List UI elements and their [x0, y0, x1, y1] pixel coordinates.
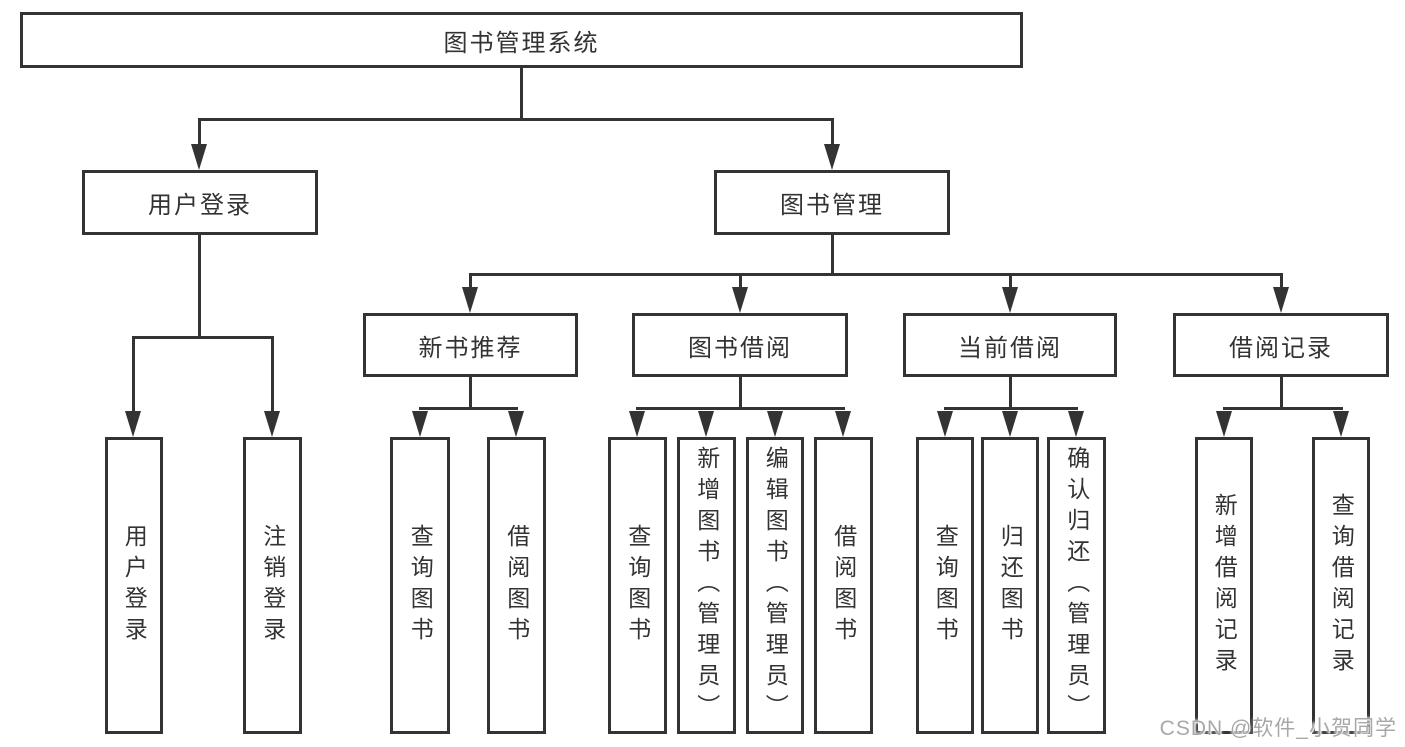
leaf-logout-label: 注销登录	[259, 523, 286, 648]
leaf-add-book-admin-label: 新增图书（管理员）	[693, 446, 720, 725]
leaf-query-books-3-label: 查询图书	[932, 523, 959, 648]
leaf-logout: 注销登录	[243, 437, 302, 734]
connector-vline	[738, 273, 742, 295]
leaf-return-books-label: 归还图书	[997, 523, 1024, 648]
leaf-query-books-3: 查询图书	[916, 437, 974, 734]
connector-hline	[197, 118, 834, 121]
connector-vline	[1008, 377, 1012, 410]
arrow-down-icon	[1273, 287, 1289, 313]
leaf-add-borrow-record: 新增借阅记录	[1195, 437, 1253, 734]
leaf-query-books-1-label: 查询图书	[407, 523, 434, 648]
arrow-down-icon	[1216, 411, 1232, 437]
leaf-query-borrow-record: 查询借阅记录	[1312, 437, 1370, 734]
node-book-borrow-label: 图书借阅	[688, 334, 792, 362]
arrow-down-icon	[1002, 287, 1018, 313]
arrow-down-icon	[937, 411, 953, 437]
leaf-borrow-books-2-label: 借阅图书	[830, 523, 857, 648]
connector-vline	[1008, 273, 1012, 295]
node-root: 图书管理系统	[20, 12, 1023, 68]
connector-vline	[519, 68, 523, 118]
leaf-query-books-2: 查询图书	[608, 437, 667, 734]
watermark: CSDN @软件_小贺同学	[1159, 717, 1397, 740]
connector-vline	[468, 273, 472, 295]
leaf-confirm-return-admin: 确认归还（管理员）	[1047, 437, 1106, 734]
arrow-down-icon	[1068, 411, 1084, 437]
arrow-down-icon	[462, 287, 478, 313]
arrow-down-icon	[698, 411, 714, 437]
leaf-borrow-books-2: 借阅图书	[814, 437, 873, 734]
connector-vline	[830, 235, 834, 276]
node-user-login-label: 用户登录	[148, 192, 252, 219]
leaf-query-books-1: 查询图书	[390, 437, 450, 734]
arrow-down-icon	[125, 411, 141, 437]
connector-vline	[197, 118, 201, 158]
node-borrow-records-label: 借阅记录	[1229, 334, 1333, 362]
arrow-down-icon	[264, 411, 280, 437]
leaf-edit-book-admin: 编辑图书（管理员）	[746, 437, 804, 734]
arrow-down-icon	[629, 411, 645, 437]
leaf-add-book-admin: 新增图书（管理员）	[677, 437, 736, 734]
leaf-add-borrow-record-label: 新增借阅记录	[1211, 492, 1238, 679]
arrow-down-icon	[1002, 411, 1018, 437]
connector-hline	[131, 336, 274, 339]
node-root-label: 图书管理系统	[443, 29, 600, 57]
connector-vline	[197, 235, 201, 336]
connector-vline	[830, 118, 834, 158]
connector-hline	[468, 273, 1283, 276]
connector-vline	[131, 336, 135, 416]
arrow-down-icon	[767, 411, 783, 437]
connector-vline	[270, 336, 274, 416]
connector-hline	[1222, 407, 1343, 410]
arrow-down-icon	[824, 144, 840, 170]
leaf-query-books-2-label: 查询图书	[624, 523, 651, 648]
node-new-book-recommend: 新书推荐	[363, 313, 578, 377]
connector-hline	[418, 407, 518, 410]
leaf-confirm-return-admin-label: 确认归还（管理员）	[1063, 446, 1090, 725]
arrow-down-icon	[732, 287, 748, 313]
arrow-down-icon	[1333, 411, 1349, 437]
node-book-mgmt: 图书管理	[714, 170, 950, 235]
leaf-return-books: 归还图书	[981, 437, 1039, 734]
arrow-down-icon	[835, 411, 851, 437]
connector-hline	[943, 407, 1078, 410]
connector-vline	[1279, 377, 1283, 410]
leaf-borrow-books-1-label: 借阅图书	[503, 523, 530, 648]
leaf-user-login: 用户登录	[105, 437, 163, 734]
node-current-borrow: 当前借阅	[903, 313, 1117, 377]
leaf-borrow-books-1: 借阅图书	[487, 437, 546, 734]
arrow-down-icon	[191, 144, 207, 170]
node-book-borrow: 图书借阅	[632, 313, 848, 377]
connector-hline	[635, 407, 845, 410]
leaf-edit-book-admin-label: 编辑图书（管理员）	[762, 446, 789, 725]
leaf-query-borrow-record-label: 查询借阅记录	[1328, 492, 1355, 679]
node-new-book-recommend-label: 新书推荐	[418, 334, 523, 362]
leaf-user-login-label: 用户登录	[121, 523, 148, 648]
node-current-borrow-label: 当前借阅	[958, 334, 1062, 362]
node-borrow-records: 借阅记录	[1173, 313, 1389, 377]
node-user-login: 用户登录	[82, 170, 318, 235]
arrow-down-icon	[508, 411, 524, 437]
connector-vline	[1279, 273, 1283, 295]
node-book-mgmt-label: 图书管理	[780, 192, 884, 219]
arrow-down-icon	[412, 411, 428, 437]
connector-vline	[738, 377, 742, 410]
connector-vline	[468, 377, 472, 410]
